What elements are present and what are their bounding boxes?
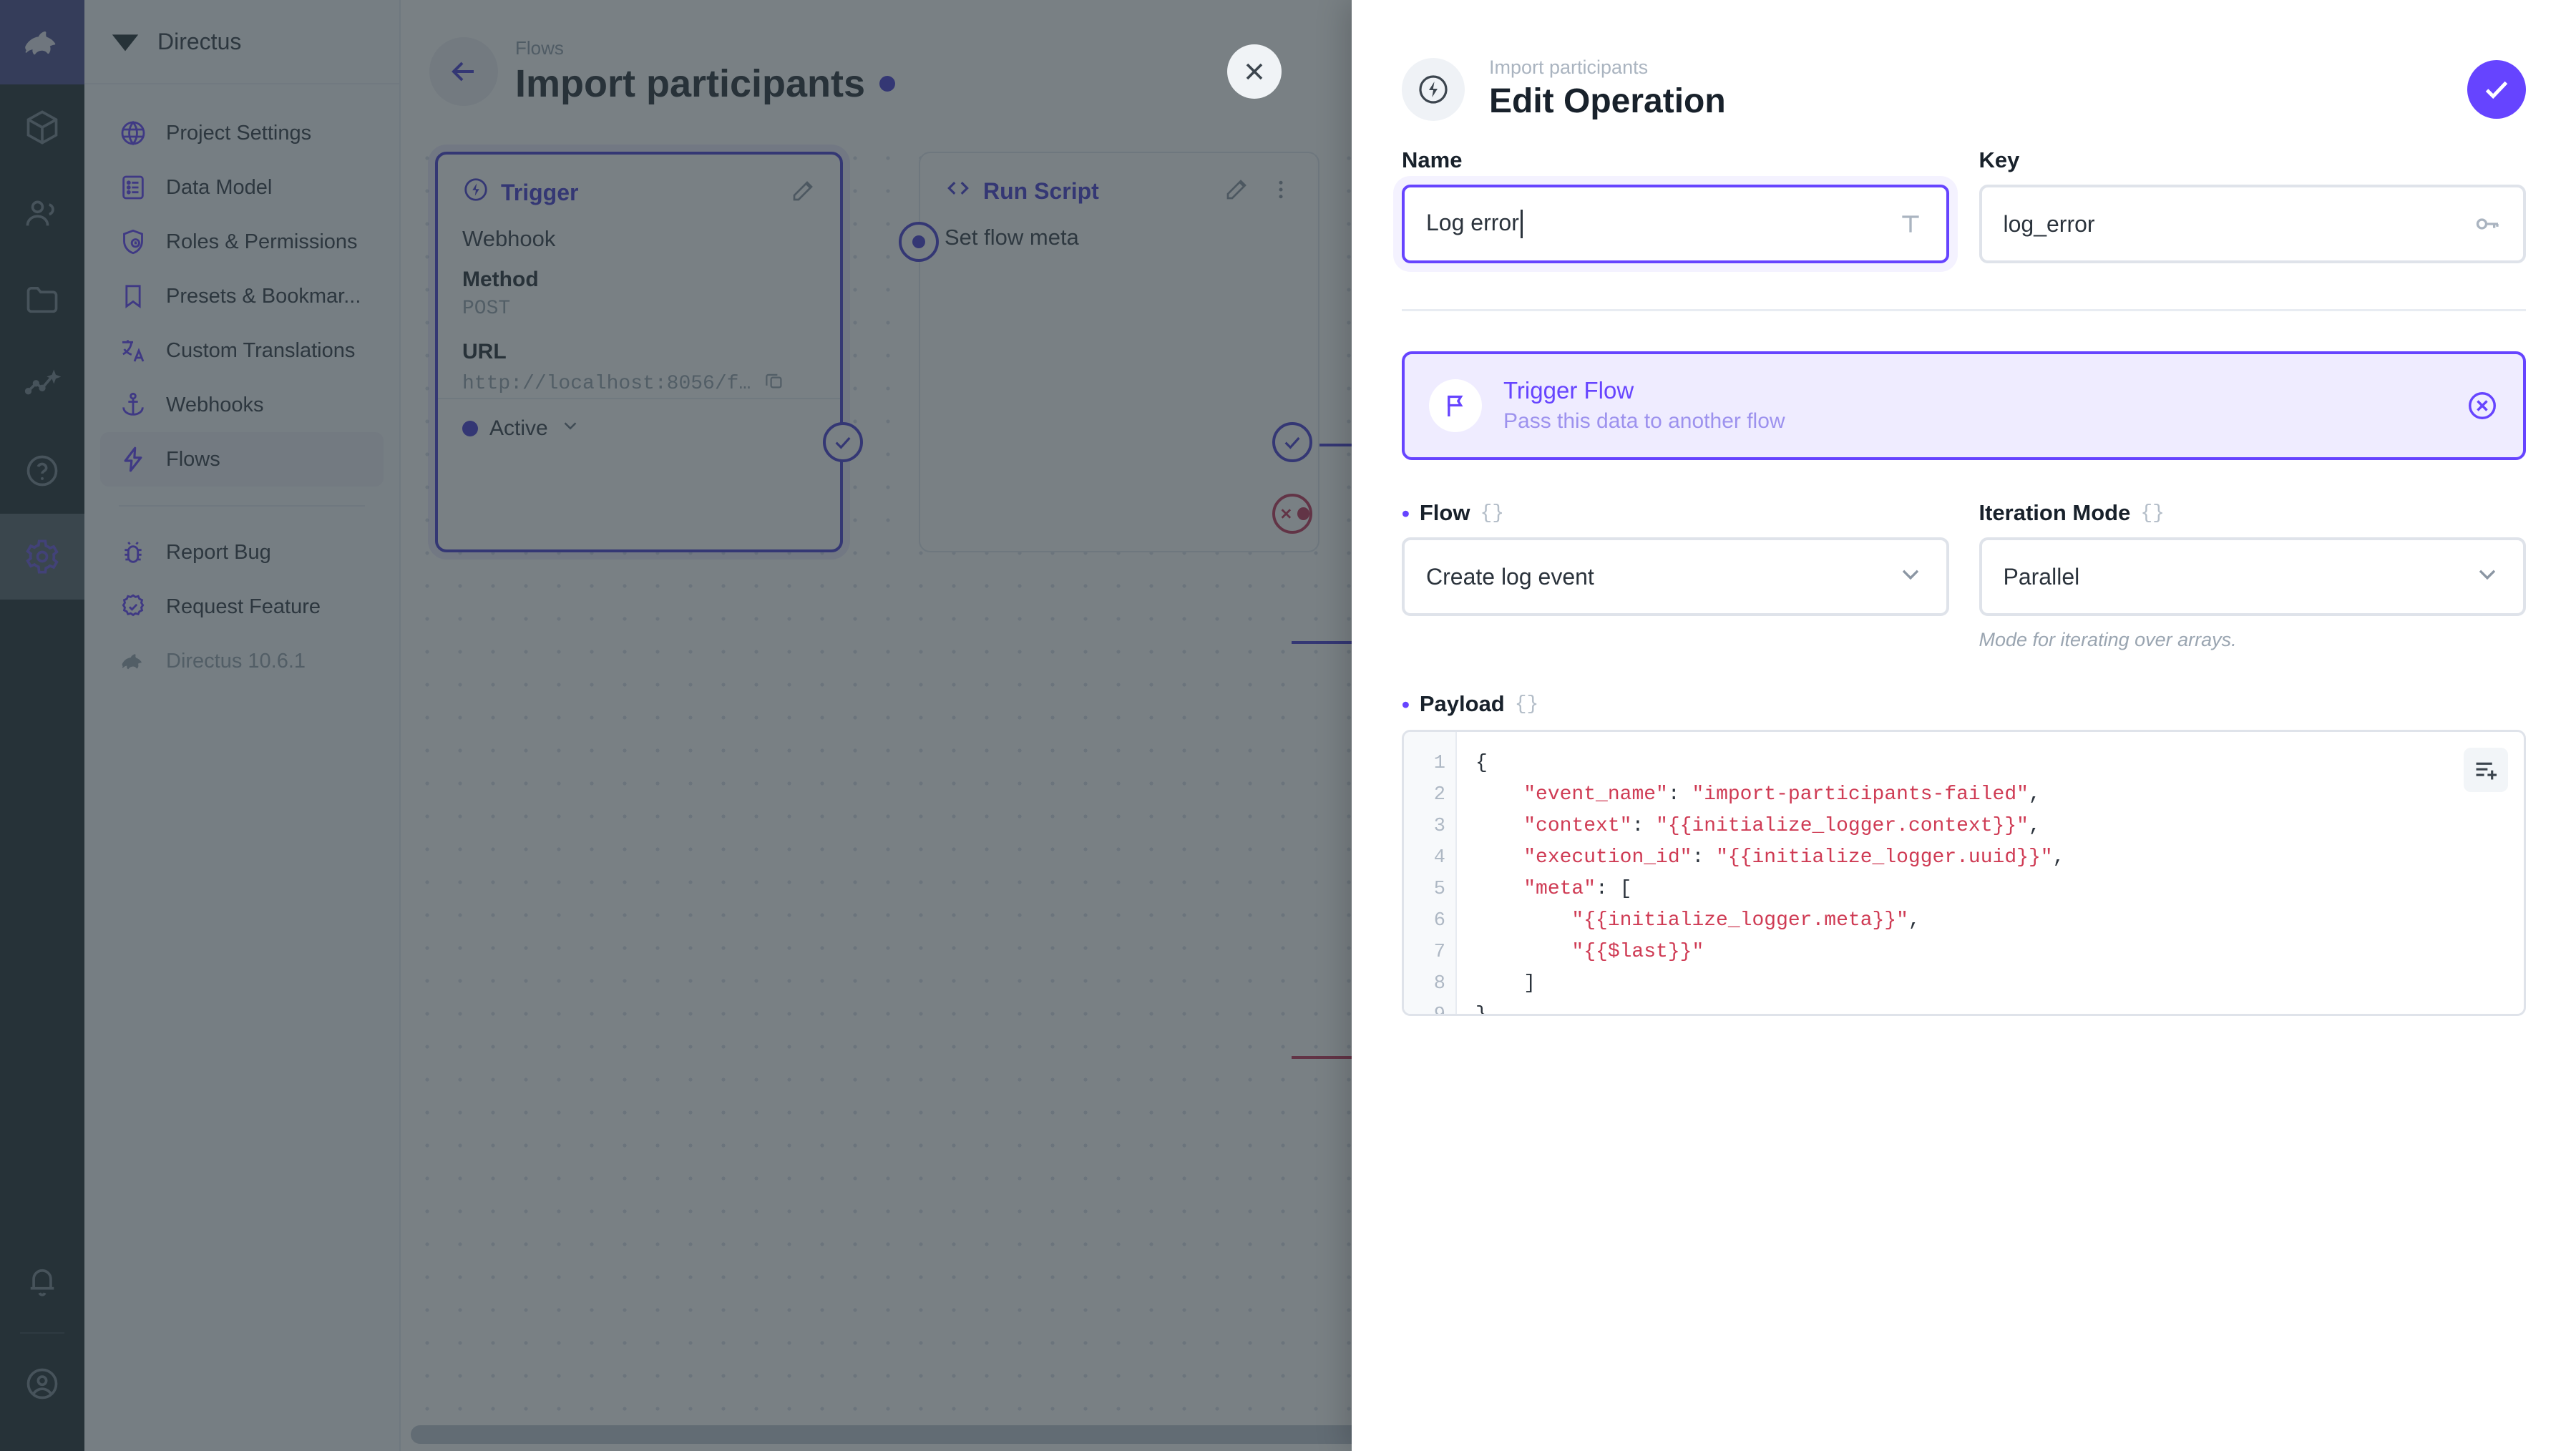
braces-icon: {} xyxy=(1480,502,1505,524)
bolt-circle-icon xyxy=(1402,58,1465,121)
drawer-title: Edit Operation xyxy=(1489,82,1726,120)
name-field-group: Name Log error xyxy=(1402,147,1949,263)
key-field-label-text: Key xyxy=(1979,147,2020,172)
operation-type-subtitle: Pass this data to another flow xyxy=(1503,409,1785,434)
code-line-number: 3 xyxy=(1433,816,1445,837)
required-indicator: • xyxy=(1402,691,1410,717)
section-divider xyxy=(1402,309,2526,311)
key-field-group: Key log_error xyxy=(1979,147,2527,263)
edit-operation-drawer: Import participants Edit Operation Name … xyxy=(1352,0,2576,1451)
flow-field-group: • Flow {} Create log event xyxy=(1402,500,1949,651)
code-line-number: 6 xyxy=(1433,910,1445,932)
chevron-down-icon xyxy=(1896,560,1925,594)
name-input[interactable]: Log error xyxy=(1402,185,1949,263)
flag-icon xyxy=(1429,379,1482,432)
operation-type-title: Trigger Flow xyxy=(1503,377,1634,404)
drawer-titles: Import participants Edit Operation xyxy=(1489,56,2467,123)
flow-select-value: Create log event xyxy=(1426,563,1594,590)
code-editor-text[interactable]: { "event_name": "import-participants-fai… xyxy=(1457,732,2524,1014)
drawer-breadcrumb: Import participants xyxy=(1489,57,1649,79)
payload-field-label: • Payload {} xyxy=(1402,691,2526,717)
braces-icon: {} xyxy=(2140,502,2165,524)
flow-select[interactable]: Create log event xyxy=(1402,537,1949,616)
text-format-icon xyxy=(1896,210,1925,238)
name-input-value: Log error xyxy=(1426,210,1896,239)
code-line-number: 5 xyxy=(1433,879,1445,900)
text-caret xyxy=(1520,210,1523,239)
iteration-field-group: Iteration Mode {} Parallel Mode for iter… xyxy=(1979,500,2527,651)
payload-field-label-text: Payload xyxy=(1419,691,1505,716)
braces-icon: {} xyxy=(1514,693,1539,715)
drawer-header: Import participants Edit Operation xyxy=(1352,0,2576,147)
code-line-number: 2 xyxy=(1433,784,1445,806)
save-button[interactable] xyxy=(2467,60,2526,119)
key-icon xyxy=(2473,210,2502,238)
iteration-mode-select[interactable]: Parallel xyxy=(1979,537,2526,616)
key-input-value: log_error xyxy=(2003,210,2095,237)
code-line-number: 9 xyxy=(1433,1005,1445,1016)
required-indicator: • xyxy=(1402,500,1410,526)
close-drawer-button[interactable] xyxy=(1227,44,1282,99)
code-line-numbers: 1 2 3 4 5 6 7 8 9 xyxy=(1404,732,1457,1014)
code-content: { "event_name": "import-participants-fai… xyxy=(1475,752,2065,1014)
flow-iteration-row: • Flow {} Create log event Iteration Mod… xyxy=(1402,500,2526,651)
chevron-down-icon xyxy=(2473,560,2502,594)
operation-type-card[interactable]: Trigger Flow Pass this data to another f… xyxy=(1402,351,2526,460)
close-circle-icon[interactable] xyxy=(2466,389,2499,422)
name-field-label-text: Name xyxy=(1402,147,1463,172)
insert-variable-icon[interactable] xyxy=(2464,748,2508,792)
code-line-number: 1 xyxy=(1433,753,1445,774)
flow-field-label: • Flow {} xyxy=(1402,500,1949,526)
iteration-mode-value: Parallel xyxy=(2003,563,2080,590)
payload-code-editor[interactable]: 1 2 3 4 5 6 7 8 9 { "event_name": "import-partic… xyxy=(1402,730,2526,1016)
name-field-label: Name xyxy=(1402,147,1949,173)
drawer-body: Name Log error Key log_error xyxy=(1352,147,2576,1016)
iteration-mode-hint: Mode for iterating over arrays. xyxy=(1979,629,2237,650)
iteration-field-label-text: Iteration Mode xyxy=(1979,500,2131,525)
payload-field-group: • Payload {} 1 2 3 4 5 6 7 8 9 { "event_name": "… xyxy=(1402,691,2526,1016)
code-line-number: 8 xyxy=(1433,973,1445,995)
operation-type-text: Trigger Flow Pass this data to another f… xyxy=(1503,375,2444,436)
code-editor-inner: 1 2 3 4 5 6 7 8 9 { "event_name": "import-partic… xyxy=(1404,732,2524,1014)
key-input[interactable]: log_error xyxy=(1979,185,2526,263)
code-line-number: 7 xyxy=(1433,942,1445,963)
code-line-number: 4 xyxy=(1433,847,1445,869)
key-field-label: Key xyxy=(1979,147,2527,173)
iteration-field-label: Iteration Mode {} xyxy=(1979,500,2527,526)
flow-field-label-text: Flow xyxy=(1419,500,1470,525)
name-key-row: Name Log error Key log_error xyxy=(1402,147,2526,263)
